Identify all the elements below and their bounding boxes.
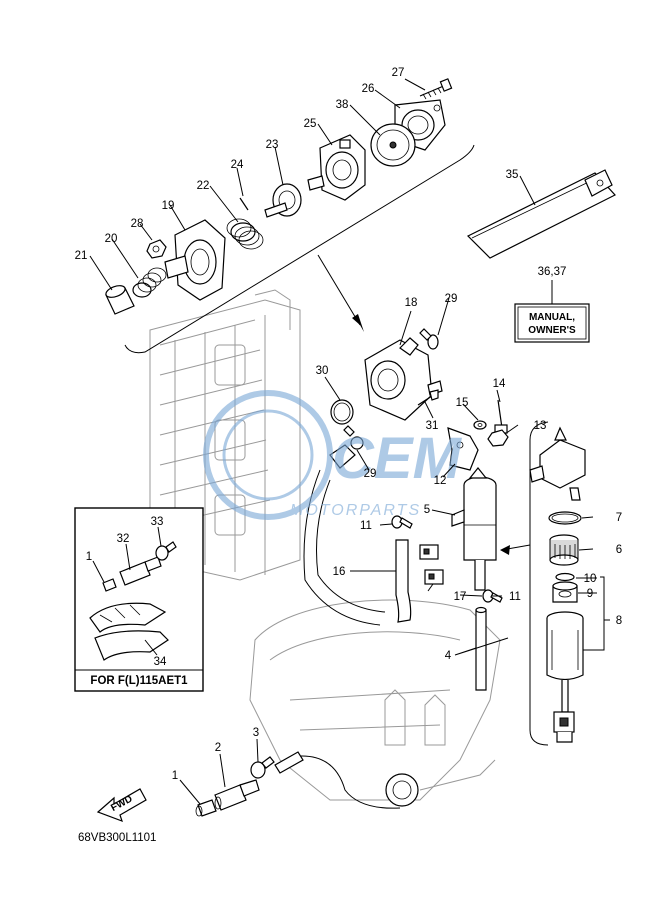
callout-24: 24 [231, 159, 244, 171]
part-20-spring [132, 267, 167, 298]
part-13-nut [487, 429, 509, 447]
fwd-arrow: FWD [96, 788, 147, 823]
callout-29-lower: 29 [364, 468, 377, 480]
part-11-clip-upper [391, 515, 413, 529]
variant-inset-box: FOR F(L)115AET1 [74, 507, 204, 692]
watermark-logo: CEM MOTORPARTS [203, 390, 463, 520]
watermark-brand: CEM [332, 426, 463, 491]
part-17-connector [424, 569, 444, 585]
callout-5: 5 [424, 504, 430, 516]
callout-15: 15 [456, 397, 469, 409]
callout-21: 21 [75, 250, 88, 262]
callout-22: 22 [197, 180, 210, 192]
part-24-pin [239, 197, 249, 211]
part-9-float [552, 581, 578, 603]
callout-31: 31 [426, 420, 439, 432]
lower-fuel-hose [274, 751, 304, 774]
callout-18: 18 [405, 297, 418, 309]
lower-fuel-line [299, 755, 401, 809]
part-4-hose [475, 606, 487, 691]
callout-11-upper: 11 [360, 520, 372, 532]
part-23-plunger [264, 183, 302, 218]
part-5-filter-assembly [451, 467, 497, 591]
part-29-clip-lower [343, 425, 364, 450]
manual-card-line1: MANUAL, [529, 312, 575, 323]
callout-11-lower: 11 [509, 591, 521, 603]
callout-34: 34 [154, 656, 167, 668]
part-6-element [549, 534, 579, 566]
pump-hose [329, 444, 356, 469]
callout-13: 13 [534, 420, 547, 432]
manual-card-line2: OWNER'S [528, 325, 576, 336]
arrowhead-filter [500, 545, 510, 555]
callout-19: 19 [162, 200, 175, 212]
callout-23: 23 [266, 139, 279, 151]
upper-group-boundary [124, 144, 475, 354]
filter-top-cap [529, 426, 586, 501]
part-16-hose [395, 539, 412, 623]
callout-7: 7 [616, 512, 622, 524]
part-10-ring [555, 572, 575, 582]
callout-26: 26 [362, 83, 375, 95]
callout-33: 33 [151, 516, 164, 528]
part-38-diaphragm [370, 123, 416, 167]
callout-3: 3 [253, 727, 259, 739]
part-22-spring [226, 218, 264, 250]
callout-17: 17 [454, 591, 467, 603]
callout-38: 38 [336, 99, 349, 111]
callout-2: 2 [215, 742, 221, 754]
part-18-fuel-pump [364, 337, 443, 421]
callout-4: 4 [445, 650, 452, 662]
part-36-37-manual: MANUAL, OWNER'S [514, 303, 590, 343]
callout-12: 12 [434, 475, 447, 487]
callout-29-top: 29 [445, 293, 458, 305]
part-8-cup [546, 611, 584, 743]
part-21-cylinder [105, 285, 135, 315]
callout-35: 35 [506, 169, 519, 181]
diagram-code: 68VB300L1101 [78, 832, 156, 844]
callout-6: 6 [616, 544, 622, 556]
callout-25: 25 [304, 118, 317, 130]
callout-20: 20 [105, 233, 118, 245]
part-35-bag [466, 169, 616, 259]
part-31-bolt [417, 389, 439, 406]
callout-9: 9 [587, 588, 593, 600]
variant-label: FOR F(L)115AET1 [90, 675, 188, 687]
callout-10: 10 [584, 573, 597, 585]
part-1-nipple-lower [195, 799, 217, 817]
callout-8: 8 [616, 615, 622, 627]
callout-16: 16 [333, 566, 346, 578]
callout-36-37: 36,37 [538, 266, 567, 278]
callout-30: 30 [316, 365, 329, 377]
callout-14: 14 [493, 378, 506, 390]
connector-a [419, 544, 439, 560]
part-14-bolt [494, 399, 508, 434]
part-7-o-ring [548, 511, 582, 525]
part-2-joint [214, 779, 260, 811]
leader-lines [89, 78, 610, 805]
part-29-clip-top [419, 328, 439, 350]
part-3-clip [250, 756, 275, 779]
watermark-sub: MOTORPARTS [290, 502, 421, 519]
callout-1-inset: 1 [86, 551, 92, 563]
callout-28: 28 [131, 218, 144, 230]
swivel-bracket-outline [249, 599, 501, 807]
part-12-bracket [447, 427, 479, 471]
callout-labels: 27 26 38 25 23 24 22 19 28 20 21 35 36,3… [75, 67, 623, 782]
arrowhead-pump [352, 314, 364, 332]
part-15-washer [473, 420, 487, 430]
filter-group-brace [529, 421, 549, 746]
leader-arrow-pump [317, 254, 361, 326]
part-27-bolt [419, 78, 453, 100]
callout-27: 27 [392, 67, 405, 79]
part-30-o-ring [330, 399, 354, 425]
part-28-nut [146, 239, 167, 259]
part-25-pump-body [307, 134, 366, 201]
callout-32: 32 [117, 533, 130, 545]
callout-1-lower: 1 [172, 770, 178, 782]
part-19-housing [164, 219, 226, 301]
